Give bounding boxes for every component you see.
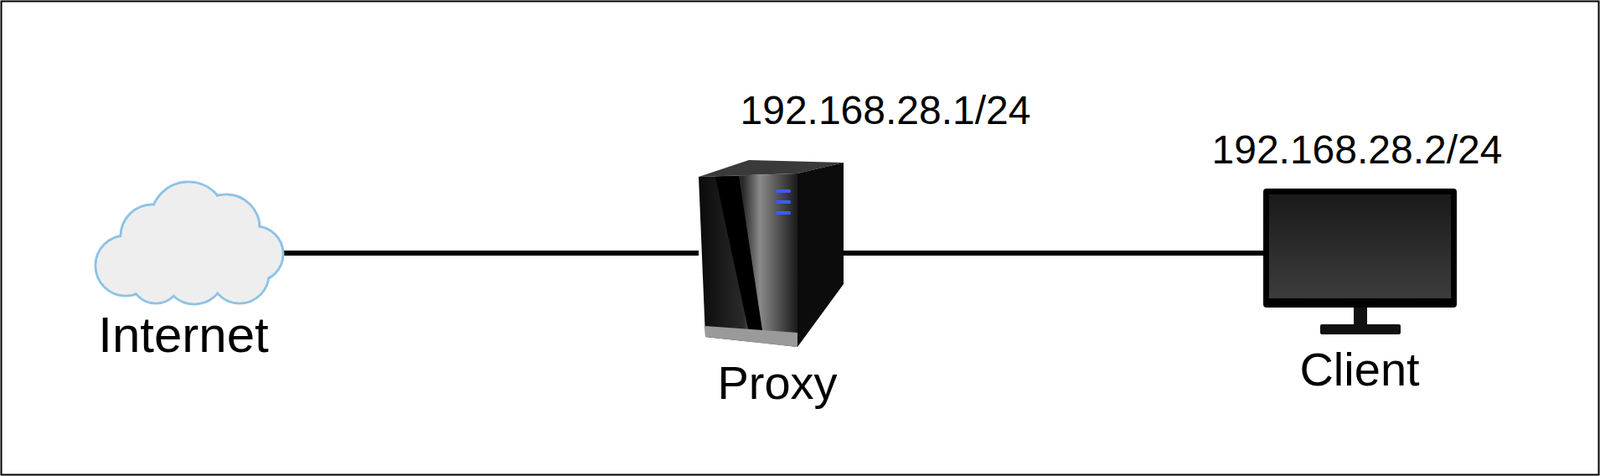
server-shadow-strip	[715, 175, 764, 341]
node-label: Proxy	[717, 356, 837, 409]
ip-address: 192.168.28.2/24	[1212, 128, 1503, 173]
monitor-screen	[1269, 194, 1451, 299]
node-label: Internet	[98, 307, 269, 363]
node-label: Client	[1299, 343, 1420, 396]
monitor-shape	[1263, 188, 1457, 337]
ip-address: 192.168.28.1/24	[740, 88, 1032, 134]
internet-cloud: Internet	[92, 181, 284, 305]
status-light	[775, 189, 791, 193]
network-link	[283, 250, 699, 256]
network-link	[843, 250, 1264, 256]
monitor-bezel	[1263, 188, 1457, 308]
server-shape	[698, 158, 844, 347]
monitor-base	[1320, 324, 1401, 335]
server-side	[797, 162, 844, 347]
status-light	[775, 200, 791, 204]
proxy-server: 192.168.28.1/24Proxy	[698, 158, 844, 347]
status-light	[775, 211, 791, 215]
client-computer: 192.168.28.2/24Client	[1263, 188, 1457, 337]
server-front	[698, 173, 798, 347]
server-base	[705, 325, 798, 347]
cloud-lobe-fill	[132, 254, 181, 303]
cloud-shape	[92, 181, 284, 305]
monitor-neck	[1353, 307, 1368, 326]
